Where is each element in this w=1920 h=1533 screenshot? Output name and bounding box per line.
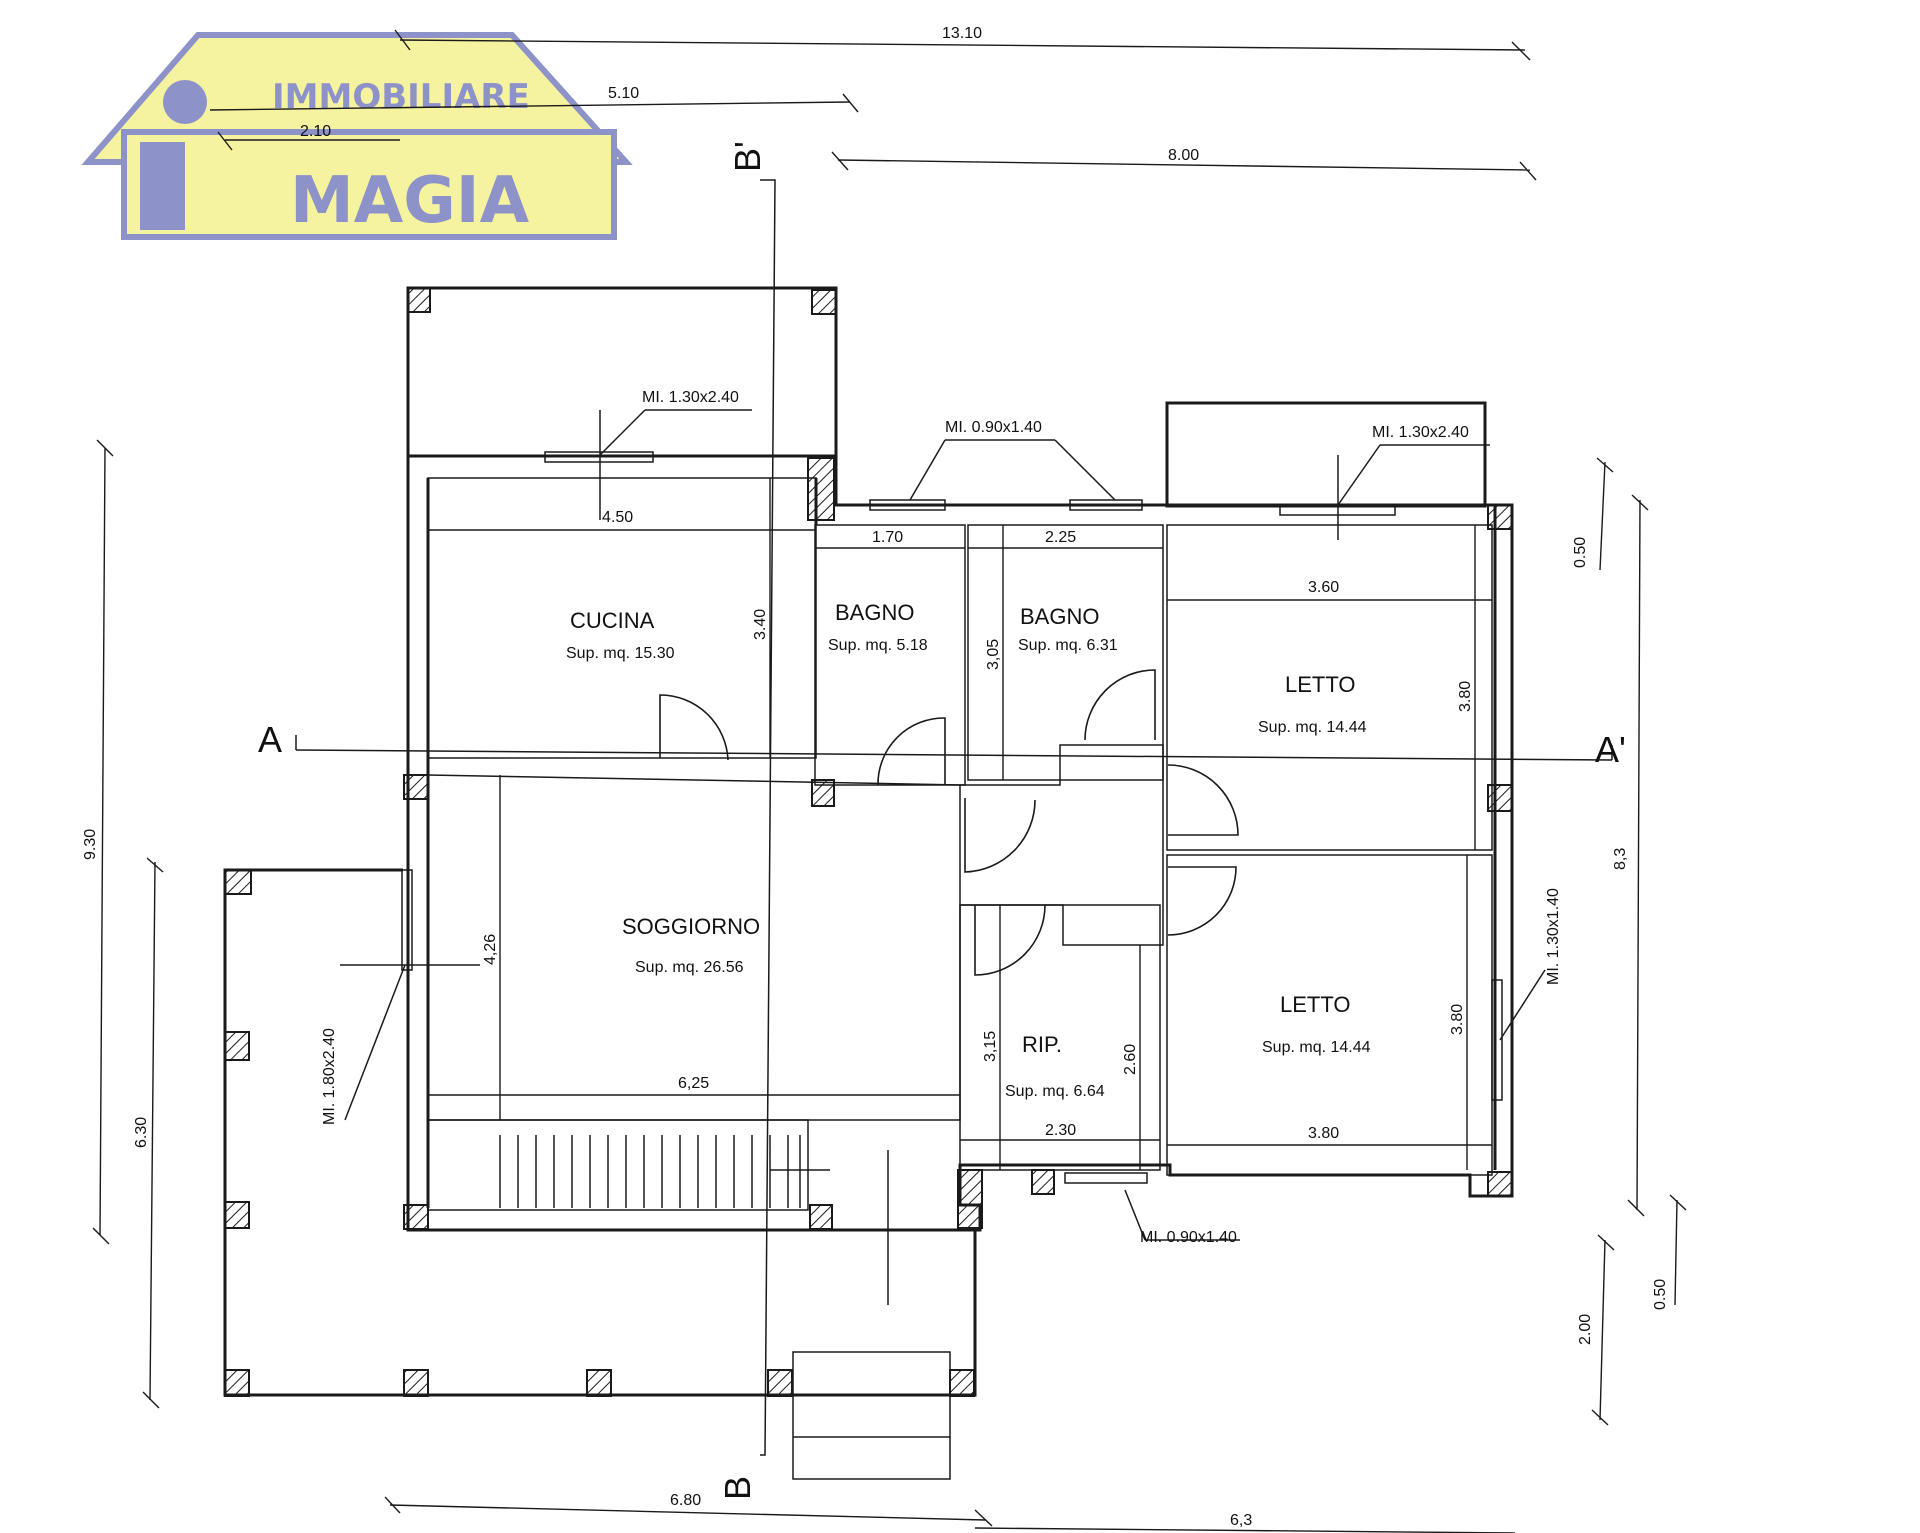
building-walls (406, 454, 1514, 1232)
dim-letto2-w: 3.80 (1308, 1125, 1339, 1142)
room-area-cucina: Sup. mq. 15.30 (566, 645, 675, 662)
dim-top-210: 2.10 (300, 123, 331, 140)
agency-logo: IMMOBILIARE MAGIA (81, 32, 633, 240)
room-name-soggiorno: SOGGIORNO (622, 914, 760, 939)
room-area-letto2: Sup. mq. 14.44 (1262, 1039, 1371, 1056)
dim-rip-h: 3,15 (982, 1031, 999, 1062)
dim-letto2-h: 3.80 (1449, 1004, 1466, 1035)
dim-letto1-w: 3.60 (1308, 579, 1339, 596)
top-dimensions: 13.10 5.10 2.10 8.00 (209, 25, 1537, 181)
dim-top-510: 5.10 (608, 85, 639, 102)
window-label-cucina: MI. 1.30x2.40 (642, 389, 739, 406)
room-area-bagno2: Sup. mq. 6.31 (1018, 637, 1118, 654)
room-area-soggiorno: Sup. mq. 26.56 (635, 959, 744, 976)
dim-left-630: 6.30 (133, 1117, 150, 1148)
dim-rip-w: 2.30 (1045, 1122, 1076, 1139)
room-area-bagno1: Sup. mq. 5.18 (828, 637, 928, 654)
room-name-rip: RIP. (1022, 1032, 1062, 1057)
outer-dimensions (92, 439, 1687, 1533)
window-label-rip: MI. 0.90x1.40 (1140, 1229, 1237, 1246)
dim-rip-h2: 2.60 (1122, 1044, 1139, 1075)
dim-bottom-680: 6.80 (670, 1492, 701, 1509)
dim-cucina-h: 3.40 (752, 609, 769, 640)
window-label-letto2: MI. 1.30x1.40 (1545, 888, 1562, 985)
window-label-soggiorno: MI. 1.80x2.40 (321, 1028, 338, 1125)
dim-right-050-bot: 0.50 (1652, 1279, 1669, 1310)
dim-soggiorno-h: 4,26 (482, 934, 499, 965)
dim-bottom-63: 6,3 (1230, 1512, 1252, 1529)
terrace-top-right (1165, 401, 1487, 508)
section-lines: A A' B B' (258, 141, 1626, 1500)
section-b-prime-label: B' (727, 141, 768, 172)
dim-top-total: 13.10 (942, 25, 982, 42)
dim-letto1-h: 3.80 (1457, 681, 1474, 712)
room-name-cucina: CUCINA (570, 608, 655, 633)
section-a-prime-label: A' (1595, 729, 1626, 770)
window-leaders (340, 409, 1546, 1241)
logo-line2: MAGIA (290, 164, 530, 238)
dim-bagno2-w: 2.25 (1045, 529, 1076, 546)
building-pillars (403, 457, 1513, 1230)
porch (223, 868, 977, 1480)
window-label-bagni: MI. 0.90x1.40 (945, 419, 1042, 436)
window-label-letto1: MI. 1.30x2.40 (1372, 424, 1469, 441)
dim-right-83: 8,3 (1612, 848, 1629, 870)
dim-left-930: 9.30 (82, 829, 99, 860)
room-area-letto1: Sup. mq. 14.44 (1258, 719, 1367, 736)
terrace-top-left (406, 286, 838, 458)
dim-cucina-w: 4.50 (602, 509, 633, 526)
room-name-letto1: LETTO (1285, 672, 1356, 697)
dim-bagno2-h: 3,05 (985, 639, 1002, 670)
window-openings (401, 451, 1503, 1184)
interior-dimensions (428, 478, 1492, 1170)
dim-bagno1-w: 1.70 (872, 529, 903, 546)
dim-top-800: 8.00 (1168, 147, 1199, 164)
room-area-rip: Sup. mq. 6.64 (1005, 1083, 1105, 1100)
doors (659, 669, 1239, 976)
dim-soggiorno-w: 6,25 (678, 1075, 709, 1092)
logo-line1: IMMOBILIARE (272, 77, 530, 117)
dim-right-200: 2.00 (1577, 1314, 1594, 1345)
stair-treads (499, 1135, 801, 1208)
room-name-bagno1: BAGNO (835, 600, 914, 625)
dim-right-050-top: 0.50 (1572, 537, 1589, 568)
room-name-bagno2: BAGNO (1020, 604, 1099, 629)
room-name-letto2: LETTO (1280, 992, 1351, 1017)
section-b-label: B (717, 1476, 758, 1500)
section-a-label: A (258, 719, 282, 760)
